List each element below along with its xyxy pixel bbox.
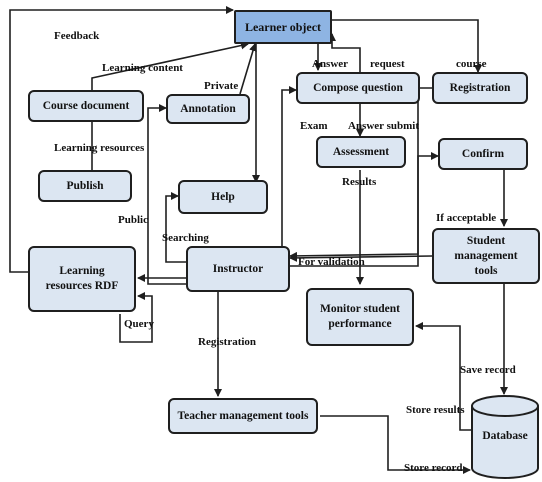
- edge-store-record: [320, 415, 471, 474]
- label-for-validation: For validation: [298, 256, 365, 268]
- label-exam: Exam: [300, 120, 328, 132]
- label-save-record: Save record: [460, 364, 516, 376]
- node-monitor-student-performance: Monitor student performance: [306, 288, 414, 346]
- label-public: Public: [118, 214, 148, 226]
- label-learning-content: Learning content: [102, 62, 183, 74]
- edge-public: [147, 104, 186, 285]
- label-registration: Registration: [198, 336, 257, 348]
- node-help: Help: [178, 180, 268, 214]
- label-learning-resources: Learning resources: [54, 142, 145, 154]
- edge-private: [239, 43, 257, 95]
- edge-course: [332, 19, 482, 73]
- label-query: Query: [124, 318, 154, 330]
- label-store-record: Store record: [404, 462, 463, 474]
- edge-feedback: [9, 6, 234, 273]
- node-student-management-tools: Student management tools: [432, 228, 540, 284]
- edge-for-validation: [290, 152, 439, 267]
- edge-query: [119, 292, 153, 343]
- edge-student-instructor: [289, 253, 433, 262]
- label-answer-submit: Answer submit: [348, 120, 420, 132]
- edge-registration-instructor: [289, 87, 432, 260]
- node-instructor: Instructor: [186, 246, 290, 292]
- edge-request: [328, 33, 361, 74]
- label-feedback: Feedback: [54, 30, 100, 42]
- label-results: Results: [342, 176, 377, 188]
- node-assessment: Assessment: [316, 136, 406, 168]
- database-cylinder: [471, 395, 539, 479]
- node-learner-object: Learner object: [234, 10, 332, 44]
- label-private: Private: [204, 80, 239, 92]
- edge-store-results: [415, 322, 472, 431]
- edge-searching: [165, 192, 188, 263]
- node-learning-resources-rdf: Learning resources RDF: [28, 246, 136, 312]
- node-compose-question: Compose question: [296, 72, 420, 104]
- node-confirm: Confirm: [438, 138, 528, 170]
- label-store-results: Store results: [406, 404, 465, 416]
- label-searching: Searching: [162, 232, 209, 244]
- node-registration: Registration: [432, 72, 528, 104]
- node-publish: Publish: [38, 170, 132, 202]
- label-if-acceptable: If acceptable: [436, 212, 497, 224]
- node-course-document: Course document: [28, 90, 144, 122]
- label-course: course: [456, 58, 487, 70]
- node-annotation: Annotation: [166, 94, 250, 124]
- label-answer: Answer: [312, 58, 349, 70]
- node-teacher-management-tools: Teacher management tools: [168, 398, 318, 434]
- label-request: request: [370, 58, 405, 70]
- edge-learning-content: [91, 41, 249, 90]
- node-database: Database: [482, 430, 528, 442]
- edge-instructor-compose: [281, 86, 297, 246]
